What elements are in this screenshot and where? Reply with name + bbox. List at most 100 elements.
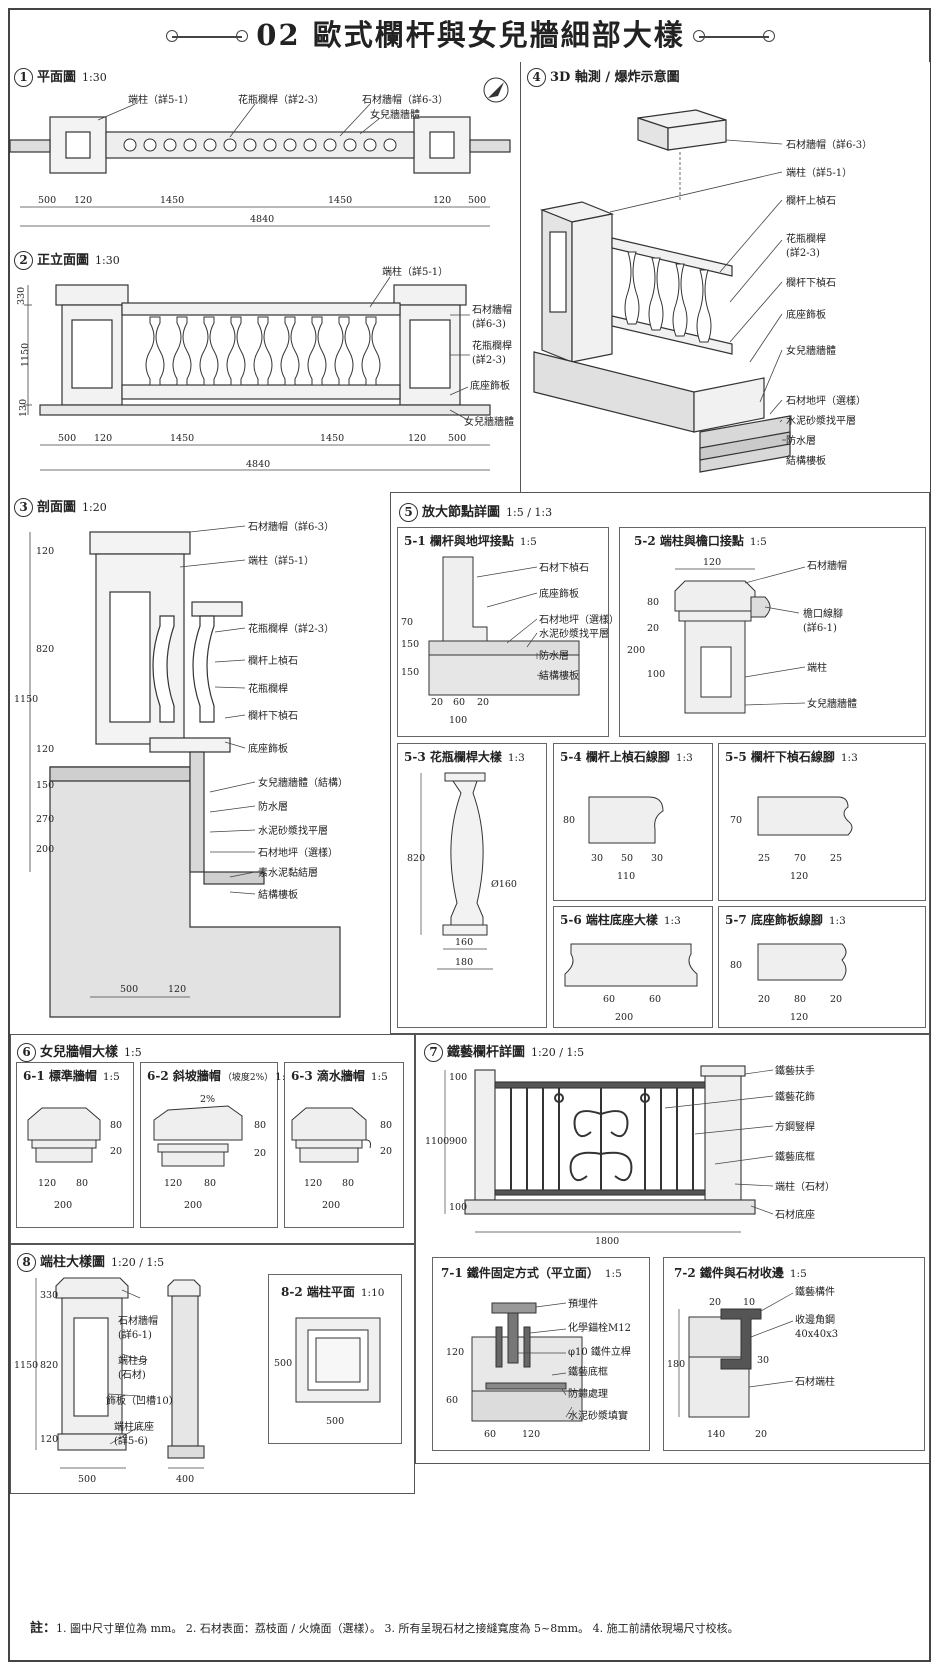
post-drawing: 石材牆帽 (詳6-1) 端柱身 (石材) 飾板（凹槽10） 端柱底座 (詳5-6… xyxy=(14,1277,205,1485)
iron-label: 方鋼豎桿 xyxy=(775,1120,815,1133)
text-label: 6-1 標準牆帽 xyxy=(23,1069,97,1083)
plan-label-wall: 女兒牆牆體 xyxy=(370,108,420,121)
drawing-sheet-border xyxy=(8,8,931,1662)
sec-vdim: 200 xyxy=(36,844,54,855)
sec-label: 端柱（詳5-1） xyxy=(248,554,314,567)
drawing-annotation: 60 xyxy=(603,994,615,1005)
drawing-annotation: 120 xyxy=(790,1012,808,1023)
axo-label: 防水層 xyxy=(786,434,816,447)
sec-label: 素水泥黏結層 xyxy=(258,866,318,879)
sec-vdim: 270 xyxy=(36,814,54,825)
drawing-annotation: 100 xyxy=(449,1202,467,1213)
sec-label: 石材牆帽（詳6-3） xyxy=(248,520,334,533)
elev-dim: 1450 xyxy=(170,433,194,444)
elev-label-post: 端柱（詳5-1） xyxy=(382,265,448,278)
sec-label: 石材地坪（選樣） xyxy=(258,846,338,859)
drawing-annotation: 底座飾板 xyxy=(539,587,579,600)
plan-dim: 1450 xyxy=(160,195,184,206)
drawing-annotation: 200 xyxy=(322,1200,340,1211)
text-label: 1:20 xyxy=(82,501,107,514)
elev-dim: 120 xyxy=(408,433,426,444)
detail-7-2-drawing: 鐵藝構件 收邊角鋼 40x40x3 石材端柱 180 30 20 10 140 … xyxy=(667,1285,838,1440)
plan-dim: 1450 xyxy=(328,195,352,206)
detail-5-4-drawing: 80 30 50 30 110 xyxy=(563,796,664,882)
detail-5-7-drawing: 80 20 80 20 120 xyxy=(730,943,847,1023)
drawing-annotation: 200 xyxy=(184,1200,202,1211)
detail-7-1-drawing: 預埋件 化學錨栓M12 φ10 鐵件立桿 鐵藝底框 防鏽處理 水泥砂漿填實 12… xyxy=(446,1298,631,1440)
elev-vdim: 330 xyxy=(16,287,27,305)
drawing-annotation: 30 xyxy=(591,853,603,864)
elev-label-plinth: 底座飾板 xyxy=(470,379,510,392)
drawing-annotation: 70 xyxy=(794,853,806,864)
text-label: 1:30 xyxy=(82,71,107,84)
drawing-annotation: 80 xyxy=(730,960,742,971)
drawing-annotation: 50 xyxy=(621,853,633,864)
drawing-annotation: 25 xyxy=(758,853,770,864)
sec-label: 花瓶欄桿（詳2-3） xyxy=(248,622,334,635)
drawing-annotation: 30 xyxy=(651,853,663,864)
drawing-annotation: 水泥砂漿填實 xyxy=(568,1409,628,1422)
drawing-annotation: 端柱底座 xyxy=(114,1420,154,1433)
plan-label-post: 端柱（詳5-1） xyxy=(128,93,194,106)
drawing-annotation: 30 xyxy=(757,1355,769,1366)
sec-label: 花瓶欄桿 xyxy=(248,682,288,695)
text-label: 6-3 滴水牆帽 xyxy=(291,1069,365,1083)
elev-dim: 1450 xyxy=(320,433,344,444)
text-label: 剖面圖 xyxy=(37,500,77,515)
drawing-annotation: 預埋件 xyxy=(568,1298,598,1310)
title-ornament-right xyxy=(692,30,775,42)
elev-label-baluster-ref: (詳2-3) xyxy=(472,353,506,366)
drawing-annotation: 120 xyxy=(304,1178,322,1189)
detail-6-1-drawing: 80 20 120 80 200 xyxy=(27,1107,122,1211)
detail-5-6-drawing: 60 60 200 xyxy=(564,943,698,1023)
text-label: 1:3 xyxy=(663,915,681,927)
drawing-annotation: 80 xyxy=(76,1178,88,1189)
text-label: 女兒牆帽大樣 xyxy=(40,1045,119,1060)
iron-label: 鐵藝底框 xyxy=(775,1150,815,1163)
drawing-annotation: φ10 鐵件立桿 xyxy=(568,1345,631,1358)
axo-label: 水泥砂漿找平層 xyxy=(786,414,856,427)
text-label: 5-7 底座飾板線腳 xyxy=(725,913,823,927)
drawing-annotation: 石材牆帽 xyxy=(118,1314,158,1327)
text-label: 1:5 xyxy=(519,536,537,548)
drawing-annotation: 120 xyxy=(790,871,808,882)
drawing-annotation: 端柱 xyxy=(807,661,827,674)
drawing-annotation: 20 xyxy=(110,1146,122,1157)
iron-label: 石材底座 xyxy=(775,1208,815,1221)
sec-label: 水泥砂漿找平層 xyxy=(258,824,328,837)
drawing-annotation: 820 xyxy=(40,1360,58,1371)
general-notes: 註：1. 圖中尺寸單位為 mm。 2. 石材表面：荔枝面 / 火燒面（選樣）。 … xyxy=(30,1617,739,1636)
elevation-drawing: 330 1150 130 端柱（詳5-1） 石材牆帽 (詳6-3) 花瓶欄桿 (… xyxy=(16,265,514,471)
text-label: 7-1 鐵件固定方式（平立面） xyxy=(441,1266,599,1280)
text-label: 1:5 xyxy=(102,1071,120,1083)
drawing-annotation: 80 xyxy=(254,1120,266,1131)
drawing-annotation: (詳6-1) xyxy=(803,621,837,634)
drawing-annotation: 100 xyxy=(449,1072,467,1083)
drawing-annotation: 20 xyxy=(758,994,770,1005)
drawing-annotation: 25 xyxy=(830,853,842,864)
drawing-annotation: 飾板（凹槽10） xyxy=(106,1394,179,1407)
plan-drawing: 端柱（詳5-1） 花瓶欄桿（詳2-3） 石材牆帽（詳6-3） 女兒牆牆體 500… xyxy=(9,77,511,227)
drawing-annotation: (石材) xyxy=(118,1368,146,1381)
sec-vdim: 820 xyxy=(36,644,54,655)
drawing-annotation: 80 xyxy=(794,994,806,1005)
drawing-annotation: 60 xyxy=(649,994,661,1005)
drawing-annotation: 400 xyxy=(176,1474,194,1485)
drawing-annotation: 20 xyxy=(709,1297,721,1308)
drawing-annotation: 石材下楨石 xyxy=(539,561,589,574)
plan-label-coping: 石材牆帽（詳6-3） xyxy=(362,93,448,106)
iron-label: 鐵藝花飾 xyxy=(775,1090,815,1103)
text-label: 1:30 xyxy=(95,254,120,267)
sec-label: 女兒牆牆體（結構） xyxy=(258,776,348,789)
detail-6-2-drawing: 2% 80 20 120 80 200 xyxy=(153,1094,266,1211)
text-label: 7 xyxy=(424,1043,443,1062)
drawing-annotation: 160 xyxy=(455,937,473,948)
text-label: 1:5 / 1:3 xyxy=(506,506,553,519)
sheet-title: 02 歐式欄杆與女兒牆細部大樣 xyxy=(0,12,941,54)
drawing-annotation: 40x40x3 xyxy=(795,1329,838,1340)
drawing-annotation: 100 xyxy=(647,669,665,680)
